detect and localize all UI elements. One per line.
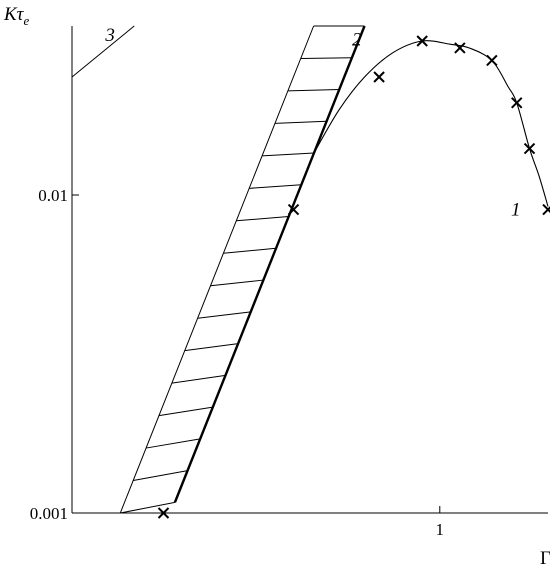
x-axis-label: Γ	[540, 548, 550, 569]
series-3-line	[71, 25, 135, 78]
series-2-hatch	[262, 152, 314, 157]
series-1-marker	[486, 54, 498, 67]
series-2-hatch	[145, 438, 201, 449]
series-2-band-left-edge	[119, 25, 315, 514]
series-2-group: 2	[119, 25, 366, 514]
series-2-hatch	[300, 57, 352, 59]
y-axis-label-main: Kτ	[3, 4, 25, 25]
series-2-hatch	[120, 501, 176, 514]
series-2-hatch	[223, 247, 277, 254]
series-2-hatch	[133, 470, 188, 482]
series-1-group: 1	[157, 35, 550, 519]
series-1-label: 1	[511, 200, 521, 221]
x-tick-label: 1	[436, 520, 445, 539]
series-1-marker	[373, 71, 385, 83]
series-3-label: 3	[104, 25, 115, 46]
series-1-marker	[287, 203, 300, 216]
series-1-marker	[157, 507, 170, 519]
series-2-line	[173, 25, 366, 503]
series-2-hatch	[287, 89, 340, 92]
y-tick-label: 0.001	[30, 504, 68, 523]
series-1-marker	[511, 97, 523, 109]
series-1-marker	[542, 203, 550, 216]
series-2-hatch	[171, 374, 226, 384]
y-tick-label: 0.01	[38, 186, 68, 205]
plot-frame	[71, 26, 548, 514]
y-axis-label-subscript: e	[23, 13, 29, 28]
series-2-hatch	[249, 184, 302, 189]
series-2-hatch	[274, 120, 327, 124]
y-axis-label: Kτe	[3, 4, 29, 28]
series-2-hatch	[184, 343, 239, 352]
series-2-hatch	[197, 311, 251, 319]
series-1-marker	[454, 42, 466, 54]
tick-group: 1 0.01 0.001	[30, 186, 444, 539]
series-2-hatch	[158, 406, 213, 417]
series-1-marker	[523, 142, 536, 155]
series-1-marker	[416, 35, 428, 47]
series-2-hatch	[210, 279, 264, 287]
series-3-group: 3	[71, 25, 135, 78]
series-2-hatch	[236, 216, 289, 222]
series-2-label: 2	[352, 30, 362, 51]
